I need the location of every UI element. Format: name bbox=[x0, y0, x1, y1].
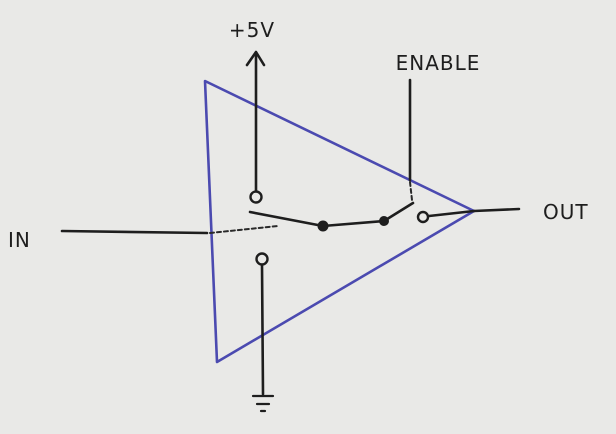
enable-label: ENABLE bbox=[396, 51, 481, 75]
ground-symbol-icon bbox=[251, 394, 275, 413]
ground-contact bbox=[255, 252, 269, 266]
enable-line-internal bbox=[409, 181, 413, 201]
input-label: IN bbox=[8, 228, 31, 252]
supply-contact bbox=[249, 190, 263, 204]
buffer-triangle bbox=[203, 79, 476, 364]
output-internal-wire bbox=[427, 209, 476, 218]
switch-arm bbox=[248, 210, 386, 228]
supply-label: +5V bbox=[229, 18, 275, 42]
input-wire-internal bbox=[209, 225, 279, 234]
output-contact bbox=[416, 210, 430, 224]
arrow-up-icon bbox=[245, 50, 266, 67]
output-wire bbox=[472, 207, 521, 213]
switch-pivot bbox=[317, 220, 329, 232]
enable-switch-blade bbox=[382, 201, 415, 223]
ground-line bbox=[260, 263, 265, 396]
input-wire bbox=[60, 229, 209, 235]
output-label: OUT bbox=[543, 200, 589, 224]
